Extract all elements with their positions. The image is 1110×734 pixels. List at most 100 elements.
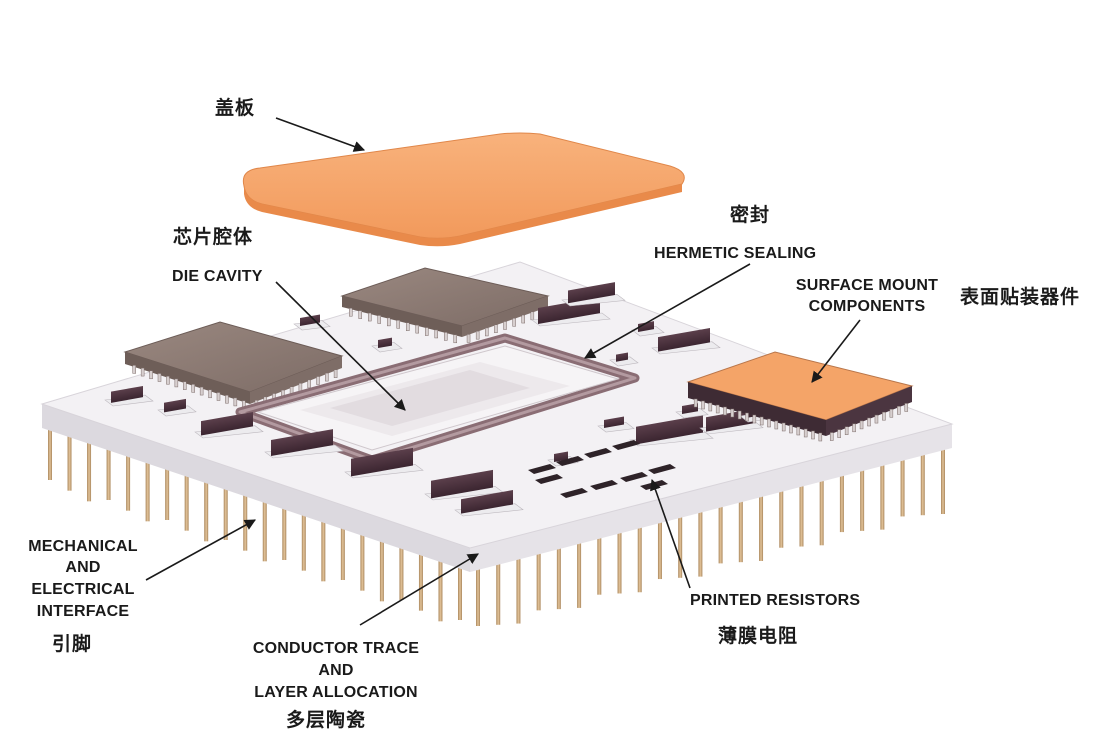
chip-lead bbox=[166, 375, 170, 385]
label-smc-en-1: SURFACE MOUNT bbox=[795, 277, 939, 294]
label-interface-en-4: INTERFACE bbox=[36, 603, 130, 620]
chip-lead bbox=[852, 423, 856, 433]
pin bbox=[67, 428, 72, 491]
pin bbox=[556, 545, 561, 610]
pin bbox=[48, 422, 52, 480]
smd-component bbox=[201, 411, 253, 436]
chip-lead bbox=[837, 429, 841, 438]
chip-lead bbox=[803, 428, 808, 438]
chip-lead bbox=[298, 383, 303, 392]
chip-lead bbox=[377, 315, 381, 324]
chip-lead bbox=[140, 367, 145, 377]
printed-resistor bbox=[560, 488, 588, 498]
leader-cover bbox=[275, 117, 366, 152]
pin bbox=[738, 498, 743, 563]
pin bbox=[360, 528, 365, 591]
chip-lead bbox=[208, 389, 212, 399]
chip-lead bbox=[723, 406, 727, 416]
chip-lead bbox=[485, 327, 489, 337]
chip-lead bbox=[889, 409, 894, 418]
pin bbox=[496, 560, 501, 625]
pin bbox=[321, 515, 326, 582]
pin bbox=[657, 519, 662, 580]
label-interface-cn: 引脚 bbox=[52, 633, 93, 655]
chip-lead bbox=[494, 324, 498, 333]
leader-lines bbox=[145, 117, 861, 626]
chip-lead bbox=[349, 307, 353, 317]
pin bbox=[536, 550, 541, 611]
chip-lead bbox=[897, 406, 901, 415]
label-die-cavity-cn: 芯片腔体 bbox=[173, 226, 254, 248]
chip-lead bbox=[701, 400, 705, 410]
pin bbox=[126, 448, 131, 511]
chip-lead bbox=[796, 426, 801, 436]
pin bbox=[476, 566, 480, 626]
chip-lead bbox=[521, 314, 525, 324]
pin bbox=[718, 503, 723, 564]
surface-mount-parts bbox=[104, 282, 773, 517]
label-conductor-en-1: CONDUCTOR TRACE bbox=[252, 640, 420, 657]
chip-lead bbox=[434, 329, 438, 339]
chip-lead bbox=[149, 370, 153, 380]
label-conductor-en-2: AND bbox=[318, 662, 354, 679]
label-resistors-cn: 薄膜电阻 bbox=[718, 625, 799, 647]
pin bbox=[301, 508, 306, 571]
chip-lead bbox=[745, 412, 749, 422]
chip-lead bbox=[693, 398, 698, 408]
chip-lead bbox=[233, 397, 238, 407]
qfp-chip-top bbox=[340, 267, 550, 344]
pin bbox=[106, 442, 111, 500]
chip-lead bbox=[157, 373, 162, 382]
chip-lead bbox=[882, 411, 886, 421]
smd-component bbox=[638, 321, 654, 333]
printed-resistor bbox=[584, 448, 612, 458]
smd-component bbox=[604, 416, 624, 428]
pins-right-edge bbox=[476, 446, 945, 626]
chip-lead bbox=[368, 312, 372, 322]
leader-conductor bbox=[359, 553, 479, 626]
pin bbox=[223, 482, 228, 540]
smd-component bbox=[568, 282, 615, 304]
pin bbox=[399, 542, 404, 600]
chip-lead bbox=[859, 420, 864, 430]
chip-lead bbox=[774, 420, 779, 430]
pin bbox=[698, 508, 703, 577]
chip-lead bbox=[307, 379, 311, 389]
chip-lead bbox=[444, 332, 448, 341]
smc-component-orange bbox=[686, 351, 914, 442]
cover-lid bbox=[242, 132, 685, 247]
label-interface-en-1: MECHANICAL bbox=[28, 538, 138, 555]
smd-component bbox=[658, 328, 710, 352]
smd-component bbox=[378, 337, 392, 349]
pin bbox=[779, 487, 784, 548]
chip-lead bbox=[752, 414, 757, 424]
label-conductor-en-3: LAYER ALLOCATION bbox=[254, 684, 418, 701]
pin bbox=[799, 482, 804, 547]
pin bbox=[941, 446, 945, 514]
label-sealing-en: HERMETIC SEALING bbox=[654, 245, 817, 262]
leader-die-cavity bbox=[275, 281, 406, 411]
pin bbox=[597, 534, 602, 595]
pin bbox=[165, 462, 170, 520]
chip-lead bbox=[818, 432, 823, 442]
printed-resistor bbox=[648, 464, 676, 474]
chip-lead bbox=[132, 365, 136, 374]
pin bbox=[458, 562, 462, 620]
pin bbox=[418, 548, 423, 611]
smd-component bbox=[461, 490, 513, 514]
chip-lead bbox=[530, 311, 535, 321]
chip-lead bbox=[183, 381, 187, 390]
pin bbox=[184, 468, 189, 531]
smd-component bbox=[351, 447, 413, 477]
smd-component bbox=[271, 429, 333, 457]
chip-lead bbox=[715, 404, 720, 414]
pin bbox=[819, 477, 824, 546]
chip-lead bbox=[874, 414, 879, 424]
pin bbox=[282, 502, 287, 560]
pin bbox=[839, 472, 844, 533]
pin bbox=[637, 524, 642, 593]
chip-lead bbox=[216, 392, 221, 401]
printed-resistor bbox=[535, 474, 563, 484]
